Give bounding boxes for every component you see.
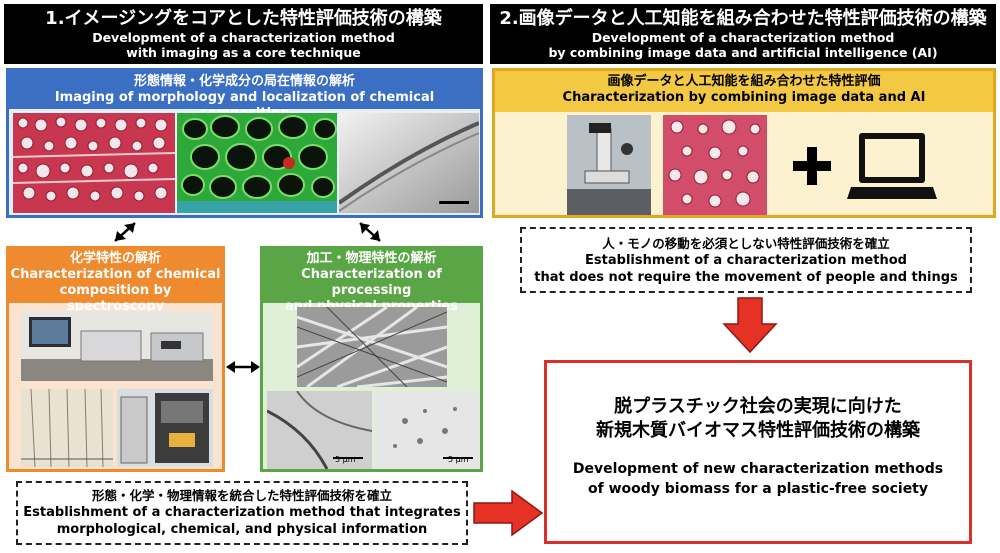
goal-box: 脱プラスチック社会の実現に向けた 新規木質バイオマス特性評価技術の構築 Deve… — [544, 360, 972, 544]
left-section-header: 1.イメージングをコアとした特性評価技術の構築 Development of a… — [4, 4, 483, 64]
chemical-panel: 化学特性の解析 Characterization of chemical com… — [6, 246, 225, 472]
photo-microscope — [567, 115, 651, 215]
left-header-en-line1: Development of a characterization method — [92, 30, 395, 45]
goal-en-line2: of woody biomass for a plastic-free soci… — [587, 481, 929, 497]
photo-spectrometer — [21, 311, 213, 381]
processing-title-jp: 加工・物理特性の解析 — [306, 251, 437, 266]
goal-jp-line2: 新規木質バイオマス特性評価技術の構築 — [596, 420, 920, 441]
integrate-en2: morphological, chemical, and physical in… — [56, 522, 428, 537]
right-header-jp: 2.画像データと人工知能を組み合わせた特性評価技術の構築 — [499, 8, 987, 29]
no-movement-method-box: 人・モノの移動を必須としない特性評価技術を確立 Establishment of… — [520, 227, 972, 293]
processing-panel-title: 加工・物理特性の解析 Characterization of processin… — [263, 249, 480, 314]
right-header-en-line1: Development of a characterization method — [591, 30, 895, 45]
imaging-title-jp: 形態情報・化学成分の局在情報の解析 — [133, 74, 355, 89]
ai-panel-title: 画像データと人工知能を組み合わせた特性評価 Characterization b… — [495, 71, 993, 112]
double-arrow-imaging-processing — [359, 222, 381, 242]
micrograph-fluorescence-green — [177, 113, 337, 213]
chemical-panel-title: 化学特性の解析 Characterization of chemical com… — [9, 249, 222, 314]
scale-bar-label-right: 5 μm — [448, 455, 469, 464]
red-arrow-down-to-goal — [722, 297, 778, 354]
imaging-panel: 形態情報・化学成分の局在情報の解析 Imaging of morphology … — [6, 68, 483, 218]
chemical-title-en1: Characterization of chemical — [10, 267, 221, 282]
left-header-jp: 1.イメージングをコアとした特性評価技術の構築 — [45, 8, 442, 29]
micrograph-fibers-sem — [297, 307, 447, 387]
red-arrow-to-goal — [473, 489, 544, 537]
micrograph-wood-cross-section — [663, 115, 767, 215]
left-header-en-line2: with imaging as a core technique — [126, 45, 361, 60]
ai-panel: 画像データと人工知能を組み合わせた特性評価 Characterization b… — [492, 68, 996, 218]
scale-bar-label-left: 5 μm — [335, 455, 356, 464]
integrate-en1: Establishment of a characterization meth… — [23, 505, 461, 520]
ai-title-en: Characterization by combining image data… — [562, 90, 926, 105]
ai-title-jp: 画像データと人工知能を組み合わせた特性評価 — [607, 74, 881, 89]
processing-panel: 加工・物理特性の解析 Characterization of processin… — [260, 246, 483, 472]
double-arrow-imaging-chemical — [114, 222, 136, 242]
chemical-title-jp: 化学特性の解析 — [69, 251, 161, 266]
no-movement-en1: Establishment of a characterization meth… — [585, 253, 907, 268]
micrograph-tem-left — [267, 391, 372, 469]
chemical-title-en2: composition by spectroscopy — [59, 283, 172, 314]
plus-icon — [793, 147, 831, 185]
no-movement-jp: 人・モノの移動を必須としない特性評価技術を確立 — [602, 236, 890, 251]
micrograph-electron-grey — [339, 113, 479, 213]
no-movement-en2: that does not require the movement of pe… — [534, 270, 958, 285]
laptop-icon — [847, 133, 937, 199]
right-header-en-line2: by combining image data and artificial i… — [548, 45, 938, 60]
photo-wood-sample — [21, 389, 113, 467]
integrate-jp: 形態・化学・物理情報を統合した特性評価技術を確立 — [91, 488, 392, 503]
processing-title-en1: Characterization of processing — [301, 267, 442, 298]
integrate-method-box: 形態・化学・物理情報を統合した特性評価技術を確立 Establishment o… — [16, 481, 468, 545]
photo-xray-instrument — [117, 389, 213, 467]
goal-en-line1: Development of new characterization meth… — [572, 461, 944, 477]
micrograph-wood-section-red — [13, 113, 175, 213]
right-section-header: 2.画像データと人工知能を組み合わせた特性評価技術の構築 Development… — [490, 4, 996, 64]
imaging-panel-title: 形態情報・化学成分の局在情報の解析 Imaging of morphology … — [9, 71, 480, 121]
goal-jp-line1: 脱プラスチック社会の実現に向けた — [614, 396, 902, 417]
double-arrow-chemical-processing — [226, 361, 260, 373]
micrograph-tem-right — [375, 391, 480, 469]
